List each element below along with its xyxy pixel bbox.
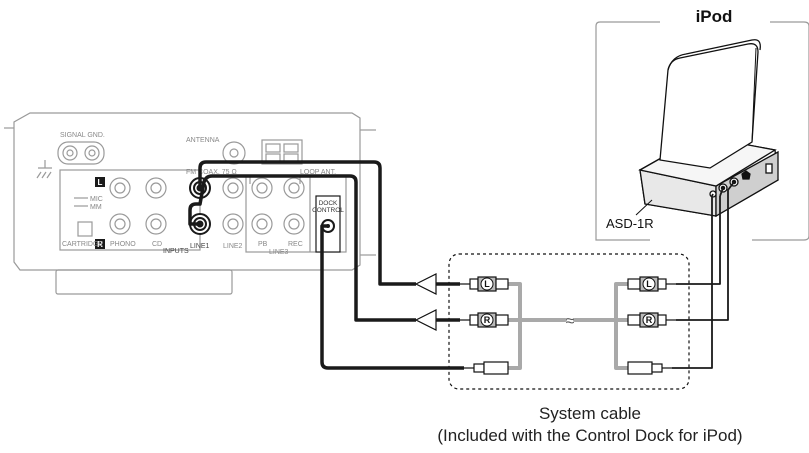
cable-break-mark: ≈ [566, 313, 575, 330]
line3-label: LINE3 [269, 249, 289, 256]
system-cable-box [448, 253, 690, 390]
cable-arrows [414, 273, 437, 331]
dock-cables [672, 181, 735, 369]
cartridge-label: CARTRIDGE [62, 241, 103, 248]
signal-gnd-label: SIGNAL GND. [60, 132, 105, 139]
plug-left-channel: L [484, 279, 490, 289]
dock-control-label: DOCK [319, 200, 338, 207]
left-rca-plugs [460, 276, 509, 375]
left-channel-mark: L [98, 178, 103, 187]
mic-label: MIC [90, 196, 103, 203]
inputs-label: INPUTS [163, 248, 189, 255]
pb-label: PB [258, 241, 268, 248]
right-plug-labels: L R [642, 277, 656, 327]
dock-model-label: ASD-1R [606, 216, 654, 231]
left-plug-labels: L R [480, 277, 494, 327]
cd-label: CD [152, 241, 162, 248]
caption-line-1: System cable [538, 404, 642, 423]
fm-coax-label: FM COAX. 75 Ω [186, 169, 237, 176]
phono-label: PHONO [110, 241, 136, 248]
receiver-rear-panel [4, 112, 376, 295]
plug-right-channel-r: R [646, 315, 653, 325]
antenna-label: ANTENNA [186, 137, 220, 144]
dock-title: iPod [696, 7, 733, 26]
rec-label: REC [288, 241, 303, 248]
right-channel-mark: R [97, 240, 103, 249]
ipod-dock-box: iPod [595, 7, 809, 241]
line1-label: LINE1 [190, 243, 210, 250]
dock-model-callout: ASD-1R [606, 199, 654, 231]
caption-line-2: (Included with the Control Dock for iPod… [437, 426, 743, 445]
channel-markers: L R [95, 177, 105, 249]
dock-control-label-2: CONTROL [312, 207, 344, 214]
line2-label: LINE2 [223, 243, 243, 250]
receiver-cables [188, 160, 464, 370]
loop-ant-label: LOOP ANT. [300, 169, 336, 176]
plug-right-channel: R [484, 315, 491, 325]
ipod-dock [638, 39, 779, 218]
mm-label: MM [90, 204, 102, 211]
plug-left-channel-r: L [646, 279, 652, 289]
